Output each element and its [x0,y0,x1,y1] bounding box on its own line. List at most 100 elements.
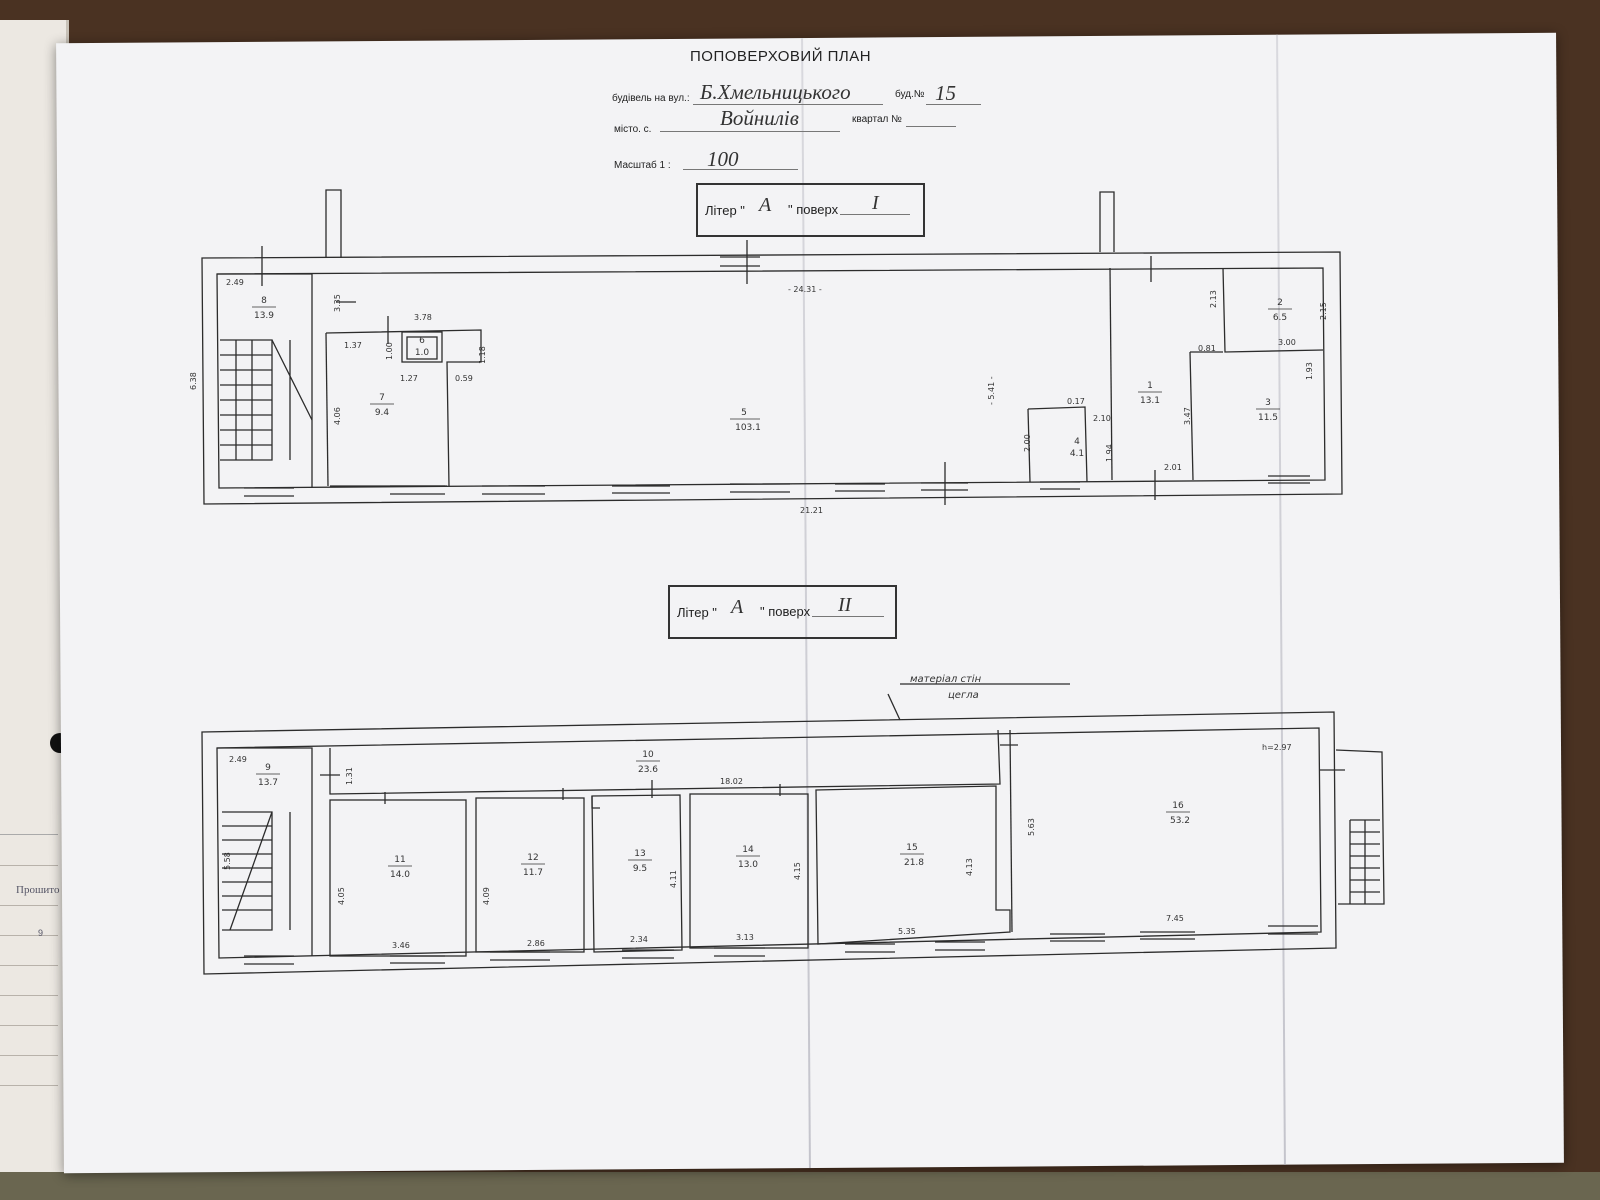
table-edge [0,1172,1600,1200]
dimension: 4.13 [965,858,974,876]
room-area: 13.9 [254,311,274,321]
dimension: 2.00 [1023,434,1032,452]
floor1-outer-wall [201,251,1343,505]
floor1-labels: 8 13.9 7 9.4 6 1.0 5 103.1 4 4.1 1 13.1 … [189,278,1328,515]
dimension: 7.45 [1166,914,1184,923]
dimension: 2.86 [527,939,545,948]
room-area: 6.5 [1273,313,1287,323]
room-number: 14 [742,845,754,855]
floor1-liter-label: Літер " [705,203,745,218]
room-area: 4.1 [1070,449,1084,459]
dimension: 1.18 [478,346,487,364]
scale-value: 100 [707,147,739,171]
dimension: 1.93 [1305,362,1314,380]
dimension: 1.94 [1105,444,1114,462]
dimension: 5.63 [1027,818,1036,836]
dimension: - 5.41 - [987,376,996,405]
floor2-liter-value: А [731,596,744,618]
room-area: 11.5 [1258,413,1278,423]
dimension: 1.37 [344,341,362,350]
dimension: 4.15 [793,862,802,880]
dimension: 2.13 [1209,290,1218,308]
room-number: 4 [1074,437,1080,447]
dimension: - 24.31 - [788,285,822,294]
street-label: будівель на вул.: [612,93,690,104]
dimension: 0.17 [1067,397,1085,406]
room-number: 6 [419,336,425,346]
wall-material-note: матеріал стін [910,673,982,685]
dimension: 3.47 [1183,407,1192,425]
room-area: 9.4 [375,408,390,418]
room-number: 15 [906,843,917,853]
street-value: Б.Хмельницького [700,80,851,104]
dimension: 2.10 [1093,414,1111,423]
quarter-label: квартал № [852,114,902,125]
room-number: 16 [1172,801,1184,811]
plan-title: ПОПОВЕРХОВИЙ ПЛАН [690,48,872,65]
dimension: 5.35 [898,927,916,936]
room-area: 14.0 [390,870,410,880]
room-area: 23.6 [638,765,658,775]
dimension: 3.78 [414,313,432,322]
dimension: 18.02 [720,777,743,786]
dimension: 1.00 [385,342,394,360]
floor2-outer-wall [201,711,1337,975]
room-number: 2 [1277,298,1283,308]
dimension: 3.46 [392,941,410,950]
city-label: місто. с. [614,124,652,135]
room-number: 1 [1147,381,1153,391]
floor2-floor-label: " поверх [760,604,811,619]
room-number: 8 [261,296,267,306]
room-area: 13.7 [258,778,278,788]
wall-material-value: цегла [948,690,979,701]
dimension: 4.06 [333,407,342,425]
stamp-label: Прошито [16,884,60,896]
room-area: 21.8 [904,858,924,868]
dimension: 3.13 [736,933,754,942]
room-area: 13.1 [1140,396,1160,406]
dimension: 3.35 [333,294,342,312]
dimension: 3.00 [1278,338,1296,347]
room-area: 1.0 [415,348,430,358]
dimension: 0.59 [455,374,473,383]
floor1-floor-label: " поверх [788,202,839,217]
stamp-number: 9 [38,928,44,938]
room-area: 103.1 [735,423,761,433]
floor2-labels: матеріал стін цегла h=2.97 9 13.7 10 23.… [223,673,1292,950]
floor2-liter-label: Літер " [677,605,717,620]
dimension: 2.15 [1319,302,1328,320]
floor2-floor-value: II [838,594,852,616]
room-number: 10 [642,750,654,760]
room-area: 11.7 [523,868,543,878]
dimension: 4.11 [669,870,678,888]
floor2-label-box [668,585,897,639]
room-area: 53.2 [1170,816,1190,826]
floor1-label-box [696,183,925,237]
city-value: Войнилів [720,106,799,130]
stamp-table [0,834,58,1115]
dimension: 1.31 [345,767,354,785]
room-number: 12 [527,853,538,863]
room-number: 5 [741,408,747,418]
room-number: 13 [634,849,645,859]
dimension: 0.81 [1198,344,1216,353]
floor1-liter-value: А [759,194,772,216]
room-area: 9.5 [633,864,647,874]
room-number: 7 [379,393,385,403]
floor1-floor-value: I [872,192,879,214]
room-number: 11 [394,855,405,865]
building-no-value: 15 [935,81,956,105]
ceiling-height: h=2.97 [1262,743,1292,752]
room-number: 3 [1265,398,1271,408]
dimension: 4.09 [482,887,491,905]
building-no-label: буд.№ [895,89,925,100]
scale-label: Масштаб 1 : [614,160,671,171]
dimension: 2.49 [226,278,244,287]
dimension: 1.27 [400,374,418,383]
room-area: 13.0 [738,860,758,870]
dimension: 21.21 [800,506,823,515]
dimension: 2.01 [1164,463,1182,472]
dimension: 5.58 [223,852,232,870]
